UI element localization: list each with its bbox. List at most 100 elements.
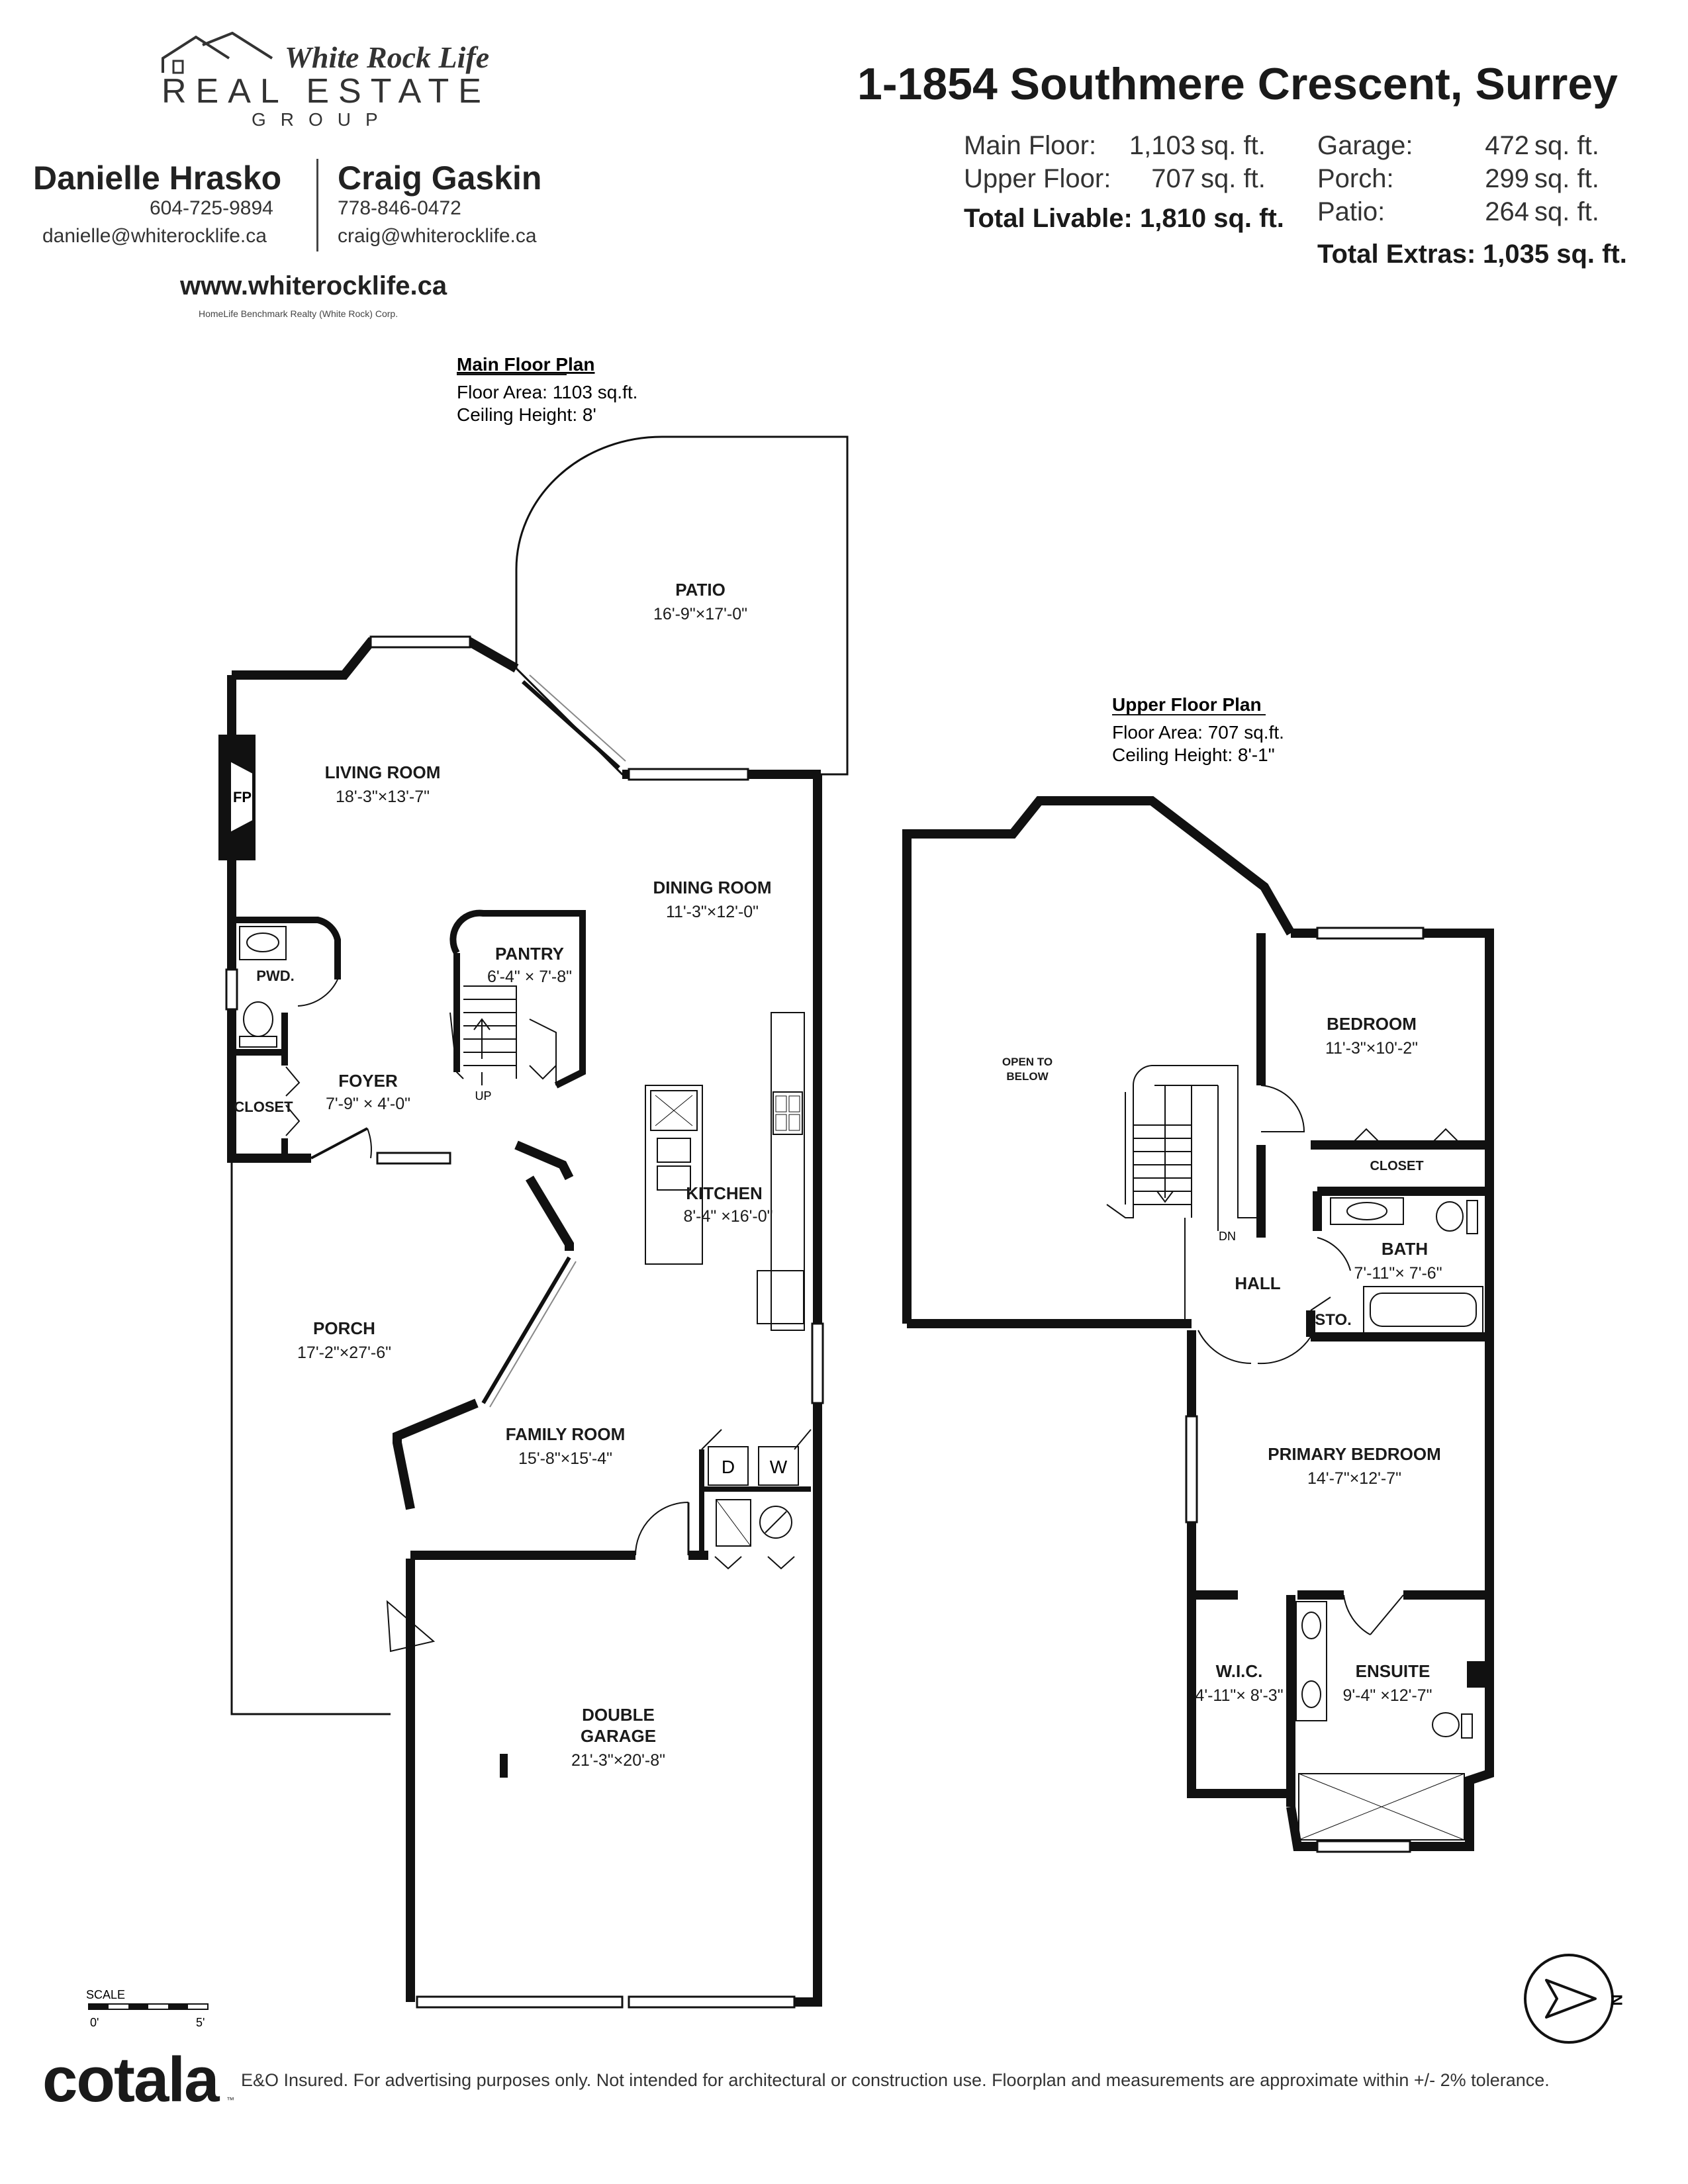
storage-label: STO. [1315,1311,1352,1329]
porch-area-label: Porch: [1317,164,1394,193]
stairs-main [449,985,557,1085]
upper-floor-area-value: 707 [1151,164,1196,193]
cotala-trademark: ™ [226,2095,234,2105]
wic-label: W.I.C. [1216,1661,1263,1681]
dining-room-dims: 11'-3"×12'-0" [666,903,759,921]
family-room-dims: 15'-8"×15'-4" [518,1449,612,1468]
porch-outline [230,1158,391,1715]
agent-2-phone: 778-846-0472 [338,197,461,219]
garage-area-value: 472 [1485,131,1529,160]
primary-bedroom-dims: 14'-7"×12'-7" [1307,1469,1401,1488]
patio-dims: 16'-9"×17'-0" [653,605,747,623]
pantry-walls [449,909,586,1089]
main-floor-area-label: Main Floor: [964,131,1097,160]
brand-script: White Rock Life [285,40,490,74]
bedroom-label: BEDROOM [1327,1014,1417,1034]
pwd-label: PWD. [256,968,294,984]
brokerage-name: HomeLife Benchmark Realty (White Rock) C… [199,308,399,319]
dining-room-label: DINING ROOM [653,878,771,897]
wic-dims: 4'-11"× 8'-3" [1195,1686,1283,1705]
agent-divider [316,159,318,251]
upper-floor-area: Floor Area: 707 sq.ft. [1112,722,1284,743]
agent-2-email[interactable]: craig@whiterocklife.ca [338,225,537,247]
main-floor-windows [225,635,824,2009]
main-floor-ceiling: Ceiling Height: 8' [457,404,596,425]
brand-group: GROUP [252,109,393,130]
powder-room-walls [232,917,341,1056]
porch-label: PORCH [313,1318,375,1338]
porch-area-unit: sq. ft. [1534,164,1599,193]
patio-area-label: Patio: [1317,197,1385,226]
scale-label: SCALE [86,1988,125,2001]
scale-end: 5' [196,2016,205,2029]
agent-1-email[interactable]: danielle@whiterocklife.ca [42,225,267,247]
kitchen-dims: 8'-4" ×16'-0" [683,1207,773,1226]
patio-outline [515,435,849,776]
hall-label: HALL [1235,1273,1280,1293]
upper-floor-title: Upper Floor Plan [1112,694,1262,715]
patio-label: PATIO [675,580,726,600]
compass-north-label: N [1607,1994,1625,2005]
garage-post [500,1754,508,1778]
porch-area-value: 299 [1485,164,1529,193]
total-livable-value: 1,810 sq. ft. [1140,204,1284,233]
garage-label-1: DOUBLE [582,1705,655,1725]
living-room-label: LIVING ROOM [325,762,441,782]
patio-area-value: 264 [1485,197,1529,226]
fireplace-label: FP [233,789,252,805]
foyer-dims: 7'-9" × 4'-0" [326,1095,410,1113]
pantry-dims: 6'-4" × 7'-8" [487,968,572,986]
pantry-label: PANTRY [495,944,564,964]
upper-floor-area-label: Upper Floor: [964,164,1111,193]
ensuite-dims: 9'-4" ×12'-7" [1342,1686,1432,1705]
upper-floor-ceiling: Ceiling Height: 8'-1" [1112,745,1275,765]
dryer [708,1446,749,1486]
foyer-label: FOYER [338,1071,398,1091]
agent-1-name: Danielle Hrasko [33,159,282,197]
bedroom-dims: 11'-3"×10'-2" [1325,1039,1418,1058]
main-floor-title: Main Floor Plan [457,354,594,375]
main-floor-area-value: 1,103 [1129,131,1196,160]
main-floor-area: Floor Area: 1103 sq.ft. [457,382,637,402]
laundry-walls [699,1449,811,1555]
patio-area-unit: sq. ft. [1534,197,1599,226]
shower [1298,1773,1465,1841]
upper-floor-area-unit: sq. ft. [1201,164,1266,193]
website-link[interactable]: www.whiterocklife.ca [180,271,447,300]
cooktop [773,1091,803,1135]
primary-bedroom-label: PRIMARY BEDROOM [1268,1444,1440,1464]
garage-area-label: Garage: [1317,131,1413,160]
bath-label: BATH [1382,1239,1428,1259]
furnace [759,1506,792,1539]
kitchen-counter [771,1012,805,1331]
agent-1-phone: 604-725-9894 [150,197,273,219]
kitchen-label: KITCHEN [686,1183,763,1203]
porch-dims: 17'-2"×27'-6" [297,1343,391,1362]
upper-floor-windows [1185,927,1425,1853]
closet-label: CLOSET [234,1099,293,1115]
main-floor-area-unit: sq. ft. [1201,131,1266,160]
total-extras-value: 1,035 sq. ft. [1483,240,1627,269]
house-logo-icon [162,32,273,74]
dryer-label: D [722,1457,735,1477]
scale-bar [88,2003,209,2010]
washer-label: W [770,1457,788,1477]
total-extras-label: Total Extras: [1317,240,1476,269]
washer [758,1446,799,1486]
disclaimer-text: E&O Insured. For advertising purposes on… [241,2070,1550,2090]
upper-closet-label: CLOSET [1370,1159,1423,1173]
living-room-dims: 18'-3"×13'-7" [336,788,430,806]
stairs-up-label: UP [475,1089,491,1103]
stairs-upper [1106,1065,1258,1231]
property-address: 1-1854 Southmere Crescent, Surrey [857,59,1618,109]
north-compass-icon: N [1524,1954,1625,2044]
garage-label-2: GARAGE [581,1726,656,1746]
fridge [757,1270,804,1324]
stairs-down-label: DN [1219,1230,1236,1243]
open-to-below-label-1: OPEN TO [1002,1056,1053,1068]
water-heater [716,1499,751,1547]
ensuite-label: ENSUITE [1356,1661,1430,1681]
brand-name: REAL ESTATE [162,72,491,111]
cotala-logo: cotala [42,2044,219,2115]
bath-dims: 7'-11"× 7'-6" [1354,1264,1442,1283]
